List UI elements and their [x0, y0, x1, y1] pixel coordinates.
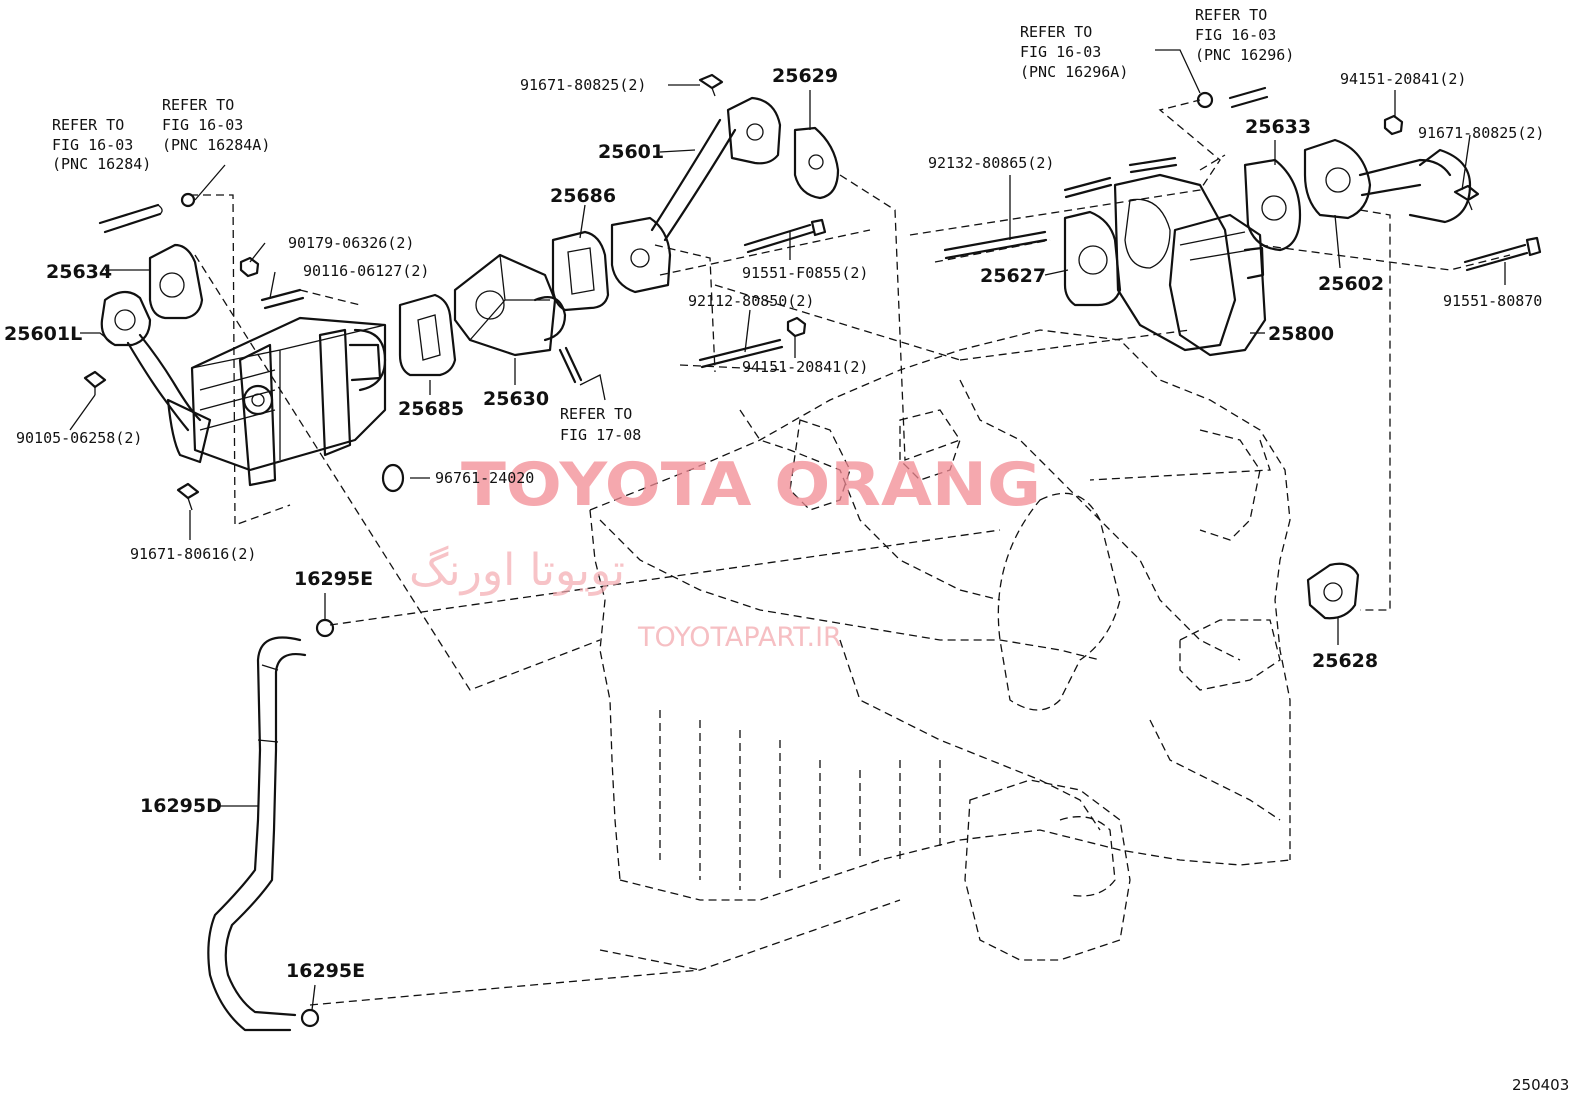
- fastener-92132-label[interactable]: 92132-80865(2): [928, 154, 1054, 172]
- refer-16296-line1: REFER TO: [1195, 6, 1267, 24]
- egr-cooler-assembly: [83, 192, 405, 511]
- refer-16284A-line1: REFER TO: [162, 96, 234, 114]
- part-25627-label[interactable]: 25627: [980, 265, 1046, 287]
- watermark-site: TOYOTAPART.IR: [637, 622, 842, 653]
- refer-16296A-line3: (PNC 16296A): [1020, 63, 1128, 81]
- egr-valve-assembly: [398, 73, 840, 384]
- fastener-90105-label[interactable]: 90105-06258(2): [16, 429, 142, 447]
- refer-to-notes: REFER TO FIG 16-03 (PNC 16284) REFER TO …: [52, 6, 1294, 444]
- fastener-91551-80870-label[interactable]: 91551-80870: [1443, 292, 1542, 310]
- fastener-labels: 90179-06326(2) 90116-06127(2) 90105-0625…: [16, 70, 1544, 563]
- watermark: TOYOTA ORANG تویوتا اورنگ TOYOTAPART.IR: [409, 450, 1041, 653]
- refer-16296A-line2: FIG 16-03: [1020, 43, 1101, 61]
- fastener-91671-80616-label[interactable]: 91671-80616(2): [130, 545, 256, 563]
- part-25633-label[interactable]: 25633: [1245, 116, 1311, 138]
- watermark-brand: TOYOTA ORANG: [461, 450, 1041, 520]
- refer-17-08-line2: FIG 17-08: [560, 426, 641, 444]
- part-16295E-bottom-label[interactable]: 16295E: [286, 960, 365, 982]
- fastener-96761-label[interactable]: 96761-24020: [435, 469, 534, 487]
- part-16295D-label[interactable]: 16295D: [140, 795, 222, 817]
- leader-lines: [69, 49, 1506, 1011]
- refer-16284-line1: REFER TO: [52, 116, 124, 134]
- part-25630-label[interactable]: 25630: [483, 388, 549, 410]
- fastener-94151-mid-label[interactable]: 94151-20841(2): [742, 358, 868, 376]
- water-hose-16295D: [207, 618, 335, 1032]
- fastener-91671-80825-top-label[interactable]: 91671-80825(2): [520, 76, 646, 94]
- refer-16284A-line3: (PNC 16284A): [162, 136, 270, 154]
- fastener-90116-label[interactable]: 90116-06127(2): [303, 262, 429, 280]
- refer-17-08-line1: REFER TO: [560, 405, 632, 423]
- fastener-91551-F0855-label[interactable]: 91551-F0855(2): [742, 264, 868, 282]
- part-25686-label[interactable]: 25686: [550, 185, 616, 207]
- part-25629-label[interactable]: 25629: [772, 65, 838, 87]
- fastener-92112-label[interactable]: 92112-80850(2): [688, 292, 814, 310]
- part-25800-label[interactable]: 25800: [1268, 323, 1334, 345]
- figure-id: 250403: [1512, 1076, 1569, 1094]
- refer-16284A-line2: FIG 16-03: [162, 116, 243, 134]
- part-25601-label[interactable]: 25601: [598, 141, 664, 163]
- part-16295E-top-label[interactable]: 16295E: [294, 568, 373, 590]
- fastener-90179-label[interactable]: 90179-06326(2): [288, 234, 414, 252]
- refer-16296-line2: FIG 16-03: [1195, 26, 1276, 44]
- part-25628-label[interactable]: 25628: [1312, 650, 1378, 672]
- fastener-94151-right-label[interactable]: 94151-20841(2): [1340, 70, 1466, 88]
- part-25634-label[interactable]: 25634: [46, 261, 112, 283]
- part-25685-label[interactable]: 25685: [398, 398, 464, 420]
- watermark-brand-persian: تویوتا اورنگ: [409, 545, 625, 596]
- refer-16284-line3: (PNC 16284): [52, 155, 151, 173]
- fastener-91671-80825-right-label[interactable]: 91671-80825(2): [1418, 124, 1544, 142]
- refer-16296-line3: (PNC 16296): [1195, 46, 1294, 64]
- part-25602-label[interactable]: 25602: [1318, 273, 1384, 295]
- engine-block-outline: [589, 329, 1291, 961]
- part-number-labels: 25634 25601L 25601 25629 25686 25685 256…: [4, 65, 1384, 982]
- refer-16284-line2: FIG 16-03: [52, 136, 133, 154]
- refer-16296A-line1: REFER TO: [1020, 23, 1092, 41]
- throttle-body-assembly: [943, 86, 1542, 620]
- part-25601L-label[interactable]: 25601L: [4, 323, 82, 345]
